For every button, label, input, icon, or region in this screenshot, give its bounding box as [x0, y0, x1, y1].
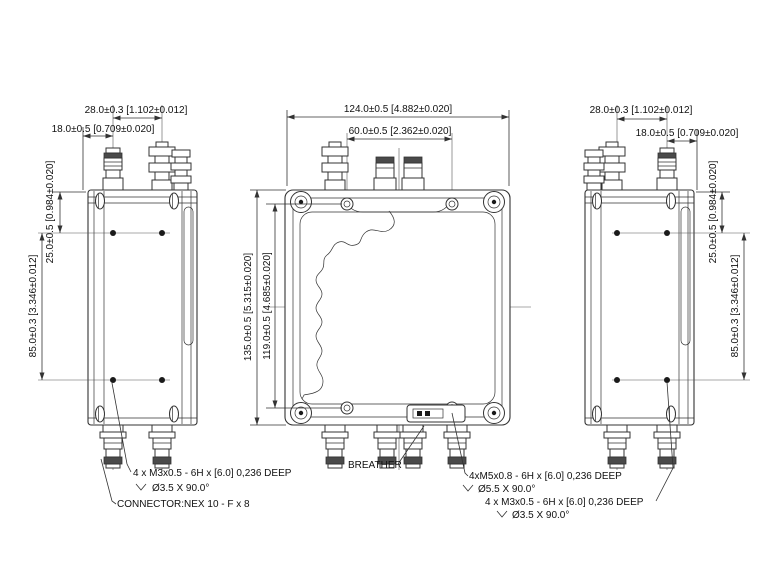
enclosure-side-body: [584, 189, 695, 426]
dim-label: 18.0±0.5 [0.709±0.020]: [52, 124, 155, 135]
tapped-hole-marker: [110, 230, 116, 236]
right-view-dimensions: 28.0±0.3 [1.102±0.012] 18.0±0.5 [0.709±0…: [590, 105, 747, 380]
coax-connector-icon: [148, 424, 176, 469]
coax-connector-icon: [373, 156, 397, 191]
dim-label: 28.0±0.3 [1.102±0.012]: [85, 105, 188, 116]
countersink-note: Ø5.5 X 90.0°: [478, 484, 535, 495]
dim-label: 119.0±0.5 [4.685±0.020]: [262, 252, 273, 360]
screw-side-icon: [95, 405, 105, 423]
enclosure-side-body: [87, 189, 198, 426]
dim-label: 85.0±0.3 [3.346±0.012]: [28, 254, 39, 357]
leader-line: [655, 381, 674, 502]
front-view: [263, 133, 531, 470]
countersink-icon: [135, 483, 147, 491]
coax-connector-icon: [653, 424, 681, 469]
thread-note: 4xM5x0.8 - 6H x [6.0] 0,236 DEEP: [469, 471, 622, 482]
side-slot: [680, 206, 691, 346]
breather-vent: [406, 404, 466, 423]
corner-screw-icon: [290, 191, 312, 213]
screw-side-icon: [169, 405, 179, 423]
tapped-hole-marker: [614, 377, 620, 383]
front-view-dimensions: 124.0±0.5 [4.882±0.020] 60.0±0.5 [2.362±…: [243, 104, 510, 426]
rear-connector-stack: [583, 149, 605, 191]
side-slot: [183, 206, 194, 346]
tapped-hole-marker: [664, 377, 670, 383]
enclosure-front-body: [284, 189, 511, 426]
callouts: 4 x M3x0.5 - 6H x [6.0] 0,236 DEEP Ø3.5 …: [100, 381, 674, 521]
corner-screw-icon: [483, 191, 505, 213]
corner-screw-icon: [483, 402, 505, 424]
tapped-hole-marker: [614, 230, 620, 236]
corner-screw-icon: [290, 402, 312, 424]
countersink-icon: [462, 484, 474, 492]
left-side-view: [38, 105, 198, 470]
coax-connector-icon: [443, 424, 471, 469]
leader-line: [111, 382, 132, 473]
tapped-hole-icon: [340, 197, 354, 211]
breather-note: BREATHER: [348, 460, 402, 471]
dim-label: 25.0±0.5 [0.984±0.020]: [45, 160, 56, 263]
leader-line: [397, 425, 425, 465]
connector-note: CONNECTOR:NEX 10 - F x 8: [117, 499, 250, 510]
freeform-contour: [301, 210, 395, 400]
dim-label: 28.0±0.3 [1.102±0.012]: [590, 105, 693, 116]
screw-side-icon: [95, 192, 105, 210]
tapped-hole-marker: [159, 230, 165, 236]
countersink-note: Ø3.5 X 90.0°: [512, 510, 569, 521]
tapped-hole-marker: [159, 377, 165, 383]
left-view-dimensions: 28.0±0.3 [1.102±0.012] 18.0±0.5 [0.709±0…: [28, 105, 188, 380]
coax-connector-icon: [99, 424, 127, 469]
dim-label: 124.0±0.5 [4.882±0.020]: [344, 104, 453, 115]
leader-line: [451, 412, 469, 477]
hex-connector-icon: [321, 141, 349, 191]
dim-label: 60.0±0.5 [2.362±0.020]: [349, 126, 452, 137]
coax-connector-icon: [321, 424, 349, 469]
tapped-hole-icon: [340, 401, 354, 415]
screw-side-icon: [169, 192, 179, 210]
screw-side-icon: [592, 405, 602, 423]
countersink-icon: [496, 510, 508, 518]
coax-connector-icon: [399, 424, 427, 469]
leader-line: [100, 458, 117, 505]
thread-note: 4 x M3x0.5 - 6H x [6.0] 0,236 DEEP: [133, 468, 292, 479]
tapped-hole-marker: [110, 377, 116, 383]
rear-connector-stack: [170, 149, 192, 191]
coax-connector-icon: [401, 156, 425, 191]
dim-label: 18.0±0.5 [0.709±0.020]: [636, 128, 739, 139]
screw-side-icon: [666, 192, 676, 210]
coax-connector-icon: [102, 147, 124, 191]
dim-label: 25.0±0.5 [0.984±0.020]: [708, 160, 719, 263]
tapped-hole-icon: [445, 197, 459, 211]
thread-note: 4 x M3x0.5 - 6H x [6.0] 0,236 DEEP: [485, 497, 644, 508]
coax-connector-icon: [656, 147, 678, 191]
dim-label: 135.0±0.5 [5.315±0.020]: [243, 253, 254, 362]
coax-connector-icon: [603, 424, 631, 469]
right-side-view: [583, 105, 750, 470]
screw-side-icon: [666, 405, 676, 423]
tapped-hole-marker: [664, 230, 670, 236]
dim-label: 85.0±0.3 [3.346±0.012]: [730, 254, 741, 357]
countersink-note: Ø3.5 X 90.0°: [152, 483, 209, 494]
screw-side-icon: [592, 192, 602, 210]
